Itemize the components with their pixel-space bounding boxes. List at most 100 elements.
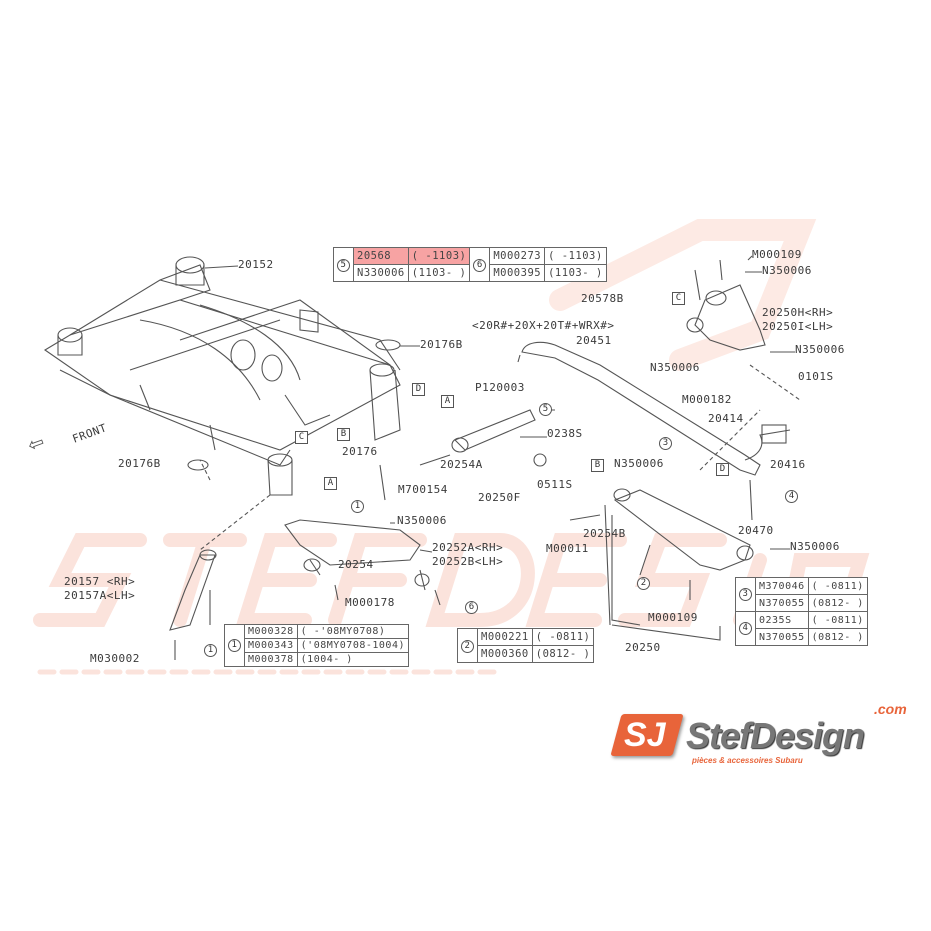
part-label[interactable]: N350006 [795, 343, 845, 356]
ref-box-b: B [337, 428, 350, 441]
parts-table-1: 1 M000328( -'08MY0708) M000343('08MY0708… [224, 624, 409, 667]
part-label[interactable]: M00011 [546, 542, 589, 555]
part-label[interactable]: 20152 [238, 258, 274, 271]
table-cell[interactable]: N370055 [755, 628, 809, 646]
table-cell: ( -0811) [807, 577, 868, 595]
part-label[interactable]: 20414 [708, 412, 744, 425]
part-label[interactable]: 20176B [420, 338, 463, 351]
parts-table-5-6: 5 20568( -1103) 6 M000273( -1103) N33000… [333, 247, 607, 282]
ref-box-a: A [324, 477, 337, 490]
table-key-1: 1 [228, 639, 241, 652]
table-key-4: 4 [739, 622, 752, 635]
part-label[interactable]: 20250H<RH> [762, 306, 834, 319]
callout-1: 1 [204, 644, 217, 657]
table-cell: (0812- ) [807, 594, 868, 612]
ref-box-c: C [295, 431, 308, 444]
stefdesign-logo[interactable]: SJ StefDesign .com pièces & accessoires … [610, 702, 922, 770]
table-cell: (1004- ) [296, 652, 409, 667]
part-label[interactable]: 20250 [625, 641, 661, 654]
callout-3: 3 [659, 437, 672, 450]
table-cell[interactable]: M000328 [244, 624, 298, 639]
table-cell[interactable]: M000343 [244, 638, 298, 653]
table-cell: (0812- ) [531, 645, 595, 663]
part-label[interactable]: M000109 [648, 611, 698, 624]
part-label[interactable]: 20254A [440, 458, 483, 471]
part-label[interactable]: 20578B [581, 292, 624, 305]
callout-5: 5 [539, 403, 552, 416]
part-label[interactable]: M000182 [682, 393, 732, 406]
part-label[interactable]: N350006 [790, 540, 840, 553]
table-cell[interactable]: M000360 [477, 645, 533, 663]
part-label[interactable]: 20451 [576, 334, 612, 347]
upper-arm-drawing [694, 284, 766, 351]
part-label[interactable]: 20254 [338, 558, 374, 571]
part-label[interactable]: 0238S [547, 427, 583, 440]
part-label[interactable]: 20157 <RH> [64, 575, 136, 588]
callout-4: 4 [785, 490, 798, 503]
table-cell[interactable]: M370046 [755, 577, 809, 595]
table-cell: (0812- ) [807, 628, 868, 646]
part-label[interactable]: 20254B [583, 527, 626, 540]
part-label[interactable]: 20157A<LH> [64, 589, 136, 602]
part-label[interactable]: 20252B<LH> [432, 555, 504, 568]
table-cell: (1103- ) [544, 264, 607, 282]
table-key-2: 2 [461, 639, 474, 653]
ref-box-a: A [441, 395, 454, 408]
part-label[interactable]: N350006 [397, 514, 447, 527]
part-label[interactable]: M000178 [345, 596, 395, 609]
callout-6: 6 [465, 601, 478, 614]
table-cell[interactable]: M000273 [489, 247, 546, 265]
ref-box-d: D [412, 383, 425, 396]
table-cell: ( -1103) [544, 247, 607, 265]
part-label[interactable]: 20176 [342, 445, 378, 458]
ref-box-b: B [591, 459, 604, 472]
table-cell: ( -'08MY0708) [296, 624, 409, 639]
part-label[interactable]: N350006 [762, 264, 812, 277]
stabilizer-bar-drawing [521, 341, 761, 476]
table-cell: ( -0811) [807, 611, 868, 629]
callout-2: 2 [637, 577, 650, 590]
part-label[interactable]: 0511S [537, 478, 573, 491]
table-cell: (1103- ) [407, 264, 471, 282]
table-cell[interactable]: 0235S [755, 611, 809, 629]
part-label[interactable]: 20470 [738, 524, 774, 537]
lower-arm-drawing [613, 489, 751, 571]
table-cell[interactable]: N370055 [755, 594, 809, 612]
part-label[interactable]: P120003 [475, 381, 525, 394]
part-label[interactable]: 20416 [770, 458, 806, 471]
table-cell[interactable]: 20568 [353, 247, 409, 265]
ref-box-c: C [672, 292, 685, 305]
table-cell: ( -1103) [407, 247, 471, 265]
part-label[interactable]: 20250I<LH> [762, 320, 834, 333]
table-key-5: 5 [333, 247, 354, 282]
table-cell[interactable]: M000221 [477, 628, 533, 646]
ref-box-d: D [716, 463, 729, 476]
table-cell[interactable]: N330006 [353, 264, 409, 282]
table-cell: ( -0811) [531, 628, 595, 646]
callout-1: 1 [351, 500, 364, 513]
table-key-3: 3 [739, 588, 752, 601]
variants-label: <20R#+20X+20T#+WRX#> [472, 319, 615, 332]
table-cell[interactable]: M000395 [489, 264, 546, 282]
logo-tagline: pièces & accessoires Subaru [692, 756, 803, 765]
part-label[interactable]: N350006 [614, 457, 664, 470]
lateral-link-drawing [284, 519, 426, 591]
table-cell: ('08MY0708-1004) [296, 638, 409, 653]
part-label[interactable]: 20176B [118, 457, 161, 470]
part-label[interactable]: M700154 [398, 483, 448, 496]
parts-table-3-4: 3 M370046( -0811) N370055(0812- ) 4 0235… [735, 577, 868, 646]
part-label[interactable]: 20252A<RH> [432, 541, 504, 554]
part-label[interactable]: M030002 [90, 652, 140, 665]
parts-table-2: 2 M000221( -0811) M000360(0812- ) [457, 628, 595, 663]
part-label[interactable]: M000109 [752, 248, 802, 261]
subframe-drawing [43, 256, 401, 496]
part-label[interactable]: 0101S [798, 370, 834, 383]
logo-mark-text: SJ [624, 716, 666, 754]
logo-brand: StefDesign [686, 715, 865, 756]
table-key-6: 6 [469, 247, 491, 282]
part-label[interactable]: N350006 [650, 361, 700, 374]
part-label[interactable]: 20250F [478, 491, 521, 504]
table-cell[interactable]: M000378 [244, 652, 298, 667]
logo-domain: .com [874, 701, 907, 717]
